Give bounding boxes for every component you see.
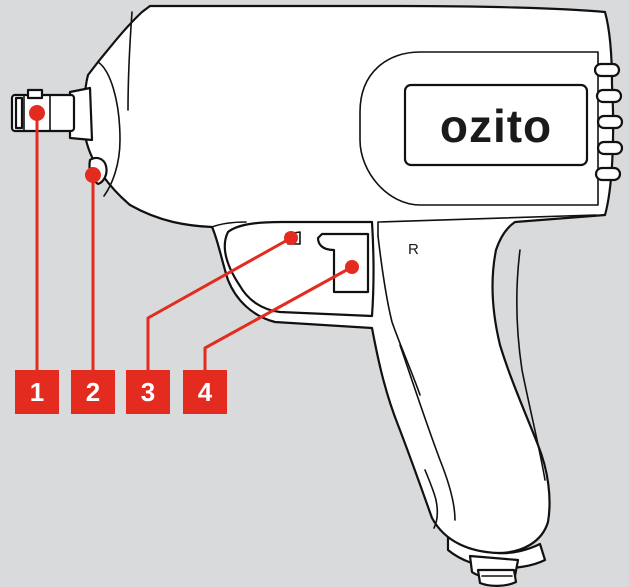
- callout-number-3: 3: [141, 377, 155, 407]
- callout-2-marker: [85, 167, 101, 183]
- callout-leaders: [29, 105, 359, 372]
- callout-badge-1: 1: [15, 370, 59, 414]
- callout-1-marker: [29, 105, 45, 121]
- callout-badge-2: 2: [71, 370, 115, 414]
- housing-details: [97, 11, 597, 529]
- logo-badge: ozito: [359, 51, 599, 206]
- anvil-drive: [10, 86, 94, 142]
- brand-logo: ozito: [440, 100, 552, 152]
- callout-4-leader: [203, 265, 353, 372]
- exhaust-vents: [593, 62, 624, 182]
- callout-number-4: 4: [198, 377, 213, 407]
- callout-3-marker: [284, 231, 298, 245]
- callout-3-leader: [146, 236, 292, 372]
- housing-marking: R: [408, 241, 419, 258]
- callout-4-marker: [345, 260, 359, 274]
- callout-badge-4: 4: [183, 370, 227, 414]
- callout-number-1: 1: [30, 377, 44, 407]
- callout-number-2: 2: [86, 377, 100, 407]
- callout-badge-3: 3: [126, 370, 170, 414]
- air-inlet-fitting: [446, 530, 547, 587]
